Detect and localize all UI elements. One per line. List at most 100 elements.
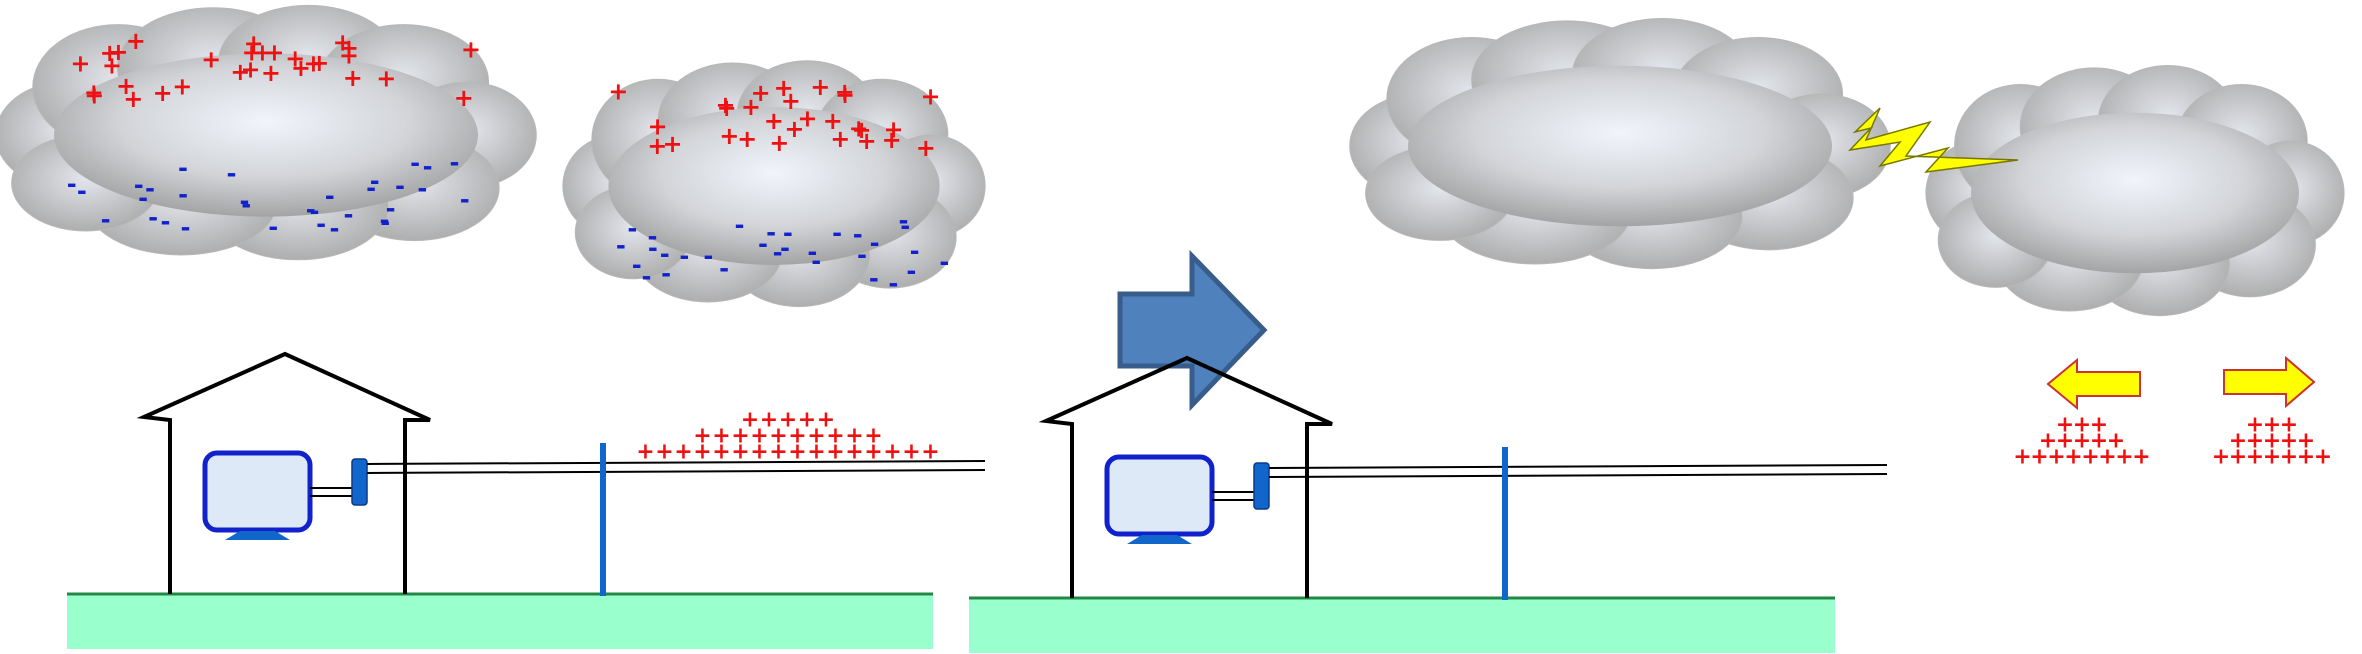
positive-charge-symbol: + [693,424,711,449]
positive-charge-symbol: + [84,78,104,106]
positive-charge-symbol: + [823,107,843,135]
positive-charge-symbol: + [830,125,850,153]
right-arrow-icon [2223,355,2316,409]
positive-charge-symbol: + [285,44,305,72]
negative-charge-symbol: - [226,160,236,188]
negative-charge-symbol: - [906,257,916,285]
positive-charge-symbol: + [655,440,673,465]
positive-charge-symbol: + [454,84,474,112]
negative-charge-symbol: - [460,185,470,213]
positive-charge-symbol: + [769,424,787,449]
positive-charge-symbol: + [70,50,90,78]
positive-charge-symbol: + [303,49,323,77]
positive-charge-symbol: + [2073,413,2091,438]
monitor-screen [1104,454,1215,537]
negative-charge-symbol: - [773,239,783,267]
negative-charge-symbol: - [101,205,111,233]
positive-charge-symbol: + [737,125,757,153]
utility-pole [600,443,606,596]
negative-charge-symbol: - [77,177,87,205]
power-line-upper [366,460,986,465]
positive-charge-symbol: + [376,64,396,92]
negative-charge-symbol: - [329,215,339,243]
negative-charge-symbol: - [240,187,250,215]
monitor-stand [1127,535,1192,544]
positive-charge-symbol: + [807,440,825,465]
positive-charge-symbol: + [291,54,311,82]
positive-charge-symbol: + [264,39,284,67]
negative-charge-symbol: - [138,184,148,212]
negative-charge-symbol: - [627,214,637,242]
negative-charge-symbol: - [766,219,776,247]
negative-charge-symbol: - [134,171,144,199]
left-arrow-icon [2046,357,2141,411]
positive-charge-symbol: + [781,87,801,115]
positive-charge-symbol: + [921,440,939,465]
negative-charge-symbol: - [853,220,863,248]
positive-charge-symbol: + [864,440,882,465]
negative-charge-symbol: - [395,172,405,200]
negative-charge-symbol: - [780,234,790,262]
negative-charge-symbol: - [679,242,689,270]
positive-charge-symbol: + [123,85,143,113]
positive-charge-symbol: + [662,130,682,158]
power-line-upper [1268,464,1888,469]
positive-charge-symbol: + [2314,445,2332,470]
negative-charge-symbol: - [386,194,396,222]
negative-charge-symbol: - [811,247,821,275]
positive-charge-symbol: + [2297,429,2315,454]
positive-charge-symbol: + [2056,413,2074,438]
positive-charge-symbol: + [2263,445,2281,470]
positive-charge-symbol: + [2081,445,2099,470]
positive-charge-symbol: + [2280,413,2298,438]
negative-charge-symbol: - [181,213,191,241]
positive-charge-symbol: + [647,113,667,141]
power-line-lower [366,469,986,474]
positive-charge-symbol: + [798,408,816,433]
positive-charge-symbol: + [241,55,261,83]
positive-charge-symbol: + [693,440,711,465]
negative-charge-symbol: - [900,212,910,240]
positive-charge-symbol: + [750,440,768,465]
positive-charge-symbol: + [2039,429,2057,454]
positive-charge-symbol: + [2107,429,2125,454]
power-line-lower [1268,473,1888,478]
positive-charge-symbol: + [2056,429,2074,454]
positive-charge-symbol: + [774,74,794,102]
positive-charge-symbol: + [172,72,192,100]
negative-charge-symbol: - [661,260,671,288]
negative-charge-symbol: - [703,242,713,270]
negative-charge-symbol: - [306,196,316,224]
positive-charge-symbol: + [230,58,250,86]
positive-charge-symbol: + [2229,445,2247,470]
positive-charge-symbol: + [851,116,871,144]
positive-charge-symbol: + [261,59,281,87]
negative-charge-symbol: - [870,229,880,257]
negative-charge-symbol: - [857,241,867,269]
positive-charge-symbol: + [100,39,120,67]
negative-charge-symbol: - [178,154,188,182]
positive-charge-symbol: + [333,29,353,57]
positive-charge-symbol: + [2090,413,2108,438]
cloud-2 [562,60,986,308]
negative-charge-symbol: - [380,208,390,236]
positive-charge-symbol: + [608,78,628,106]
negative-charge-symbol: - [309,197,319,225]
positive-charge-symbol: + [741,93,761,121]
utility-pole [1502,447,1508,600]
positive-charge-symbol: + [108,38,128,66]
positive-charge-symbol: + [116,72,136,100]
positive-charge-symbol: + [2229,429,2247,454]
cloud-1 [0,4,537,261]
negative-charge-symbol: - [145,175,155,203]
wall-outlet-icon [1253,462,1270,510]
positive-charge-symbol: + [835,81,855,109]
cloud-body [608,107,940,265]
positive-charge-symbol: + [835,78,855,106]
positive-charge-symbol: + [826,440,844,465]
positive-charge-symbol: + [717,94,737,122]
positive-charge-symbol: + [788,440,806,465]
negative-charge-symbol: - [67,170,77,198]
positive-charge-symbol: + [769,440,787,465]
negative-charge-symbol: - [648,234,658,262]
